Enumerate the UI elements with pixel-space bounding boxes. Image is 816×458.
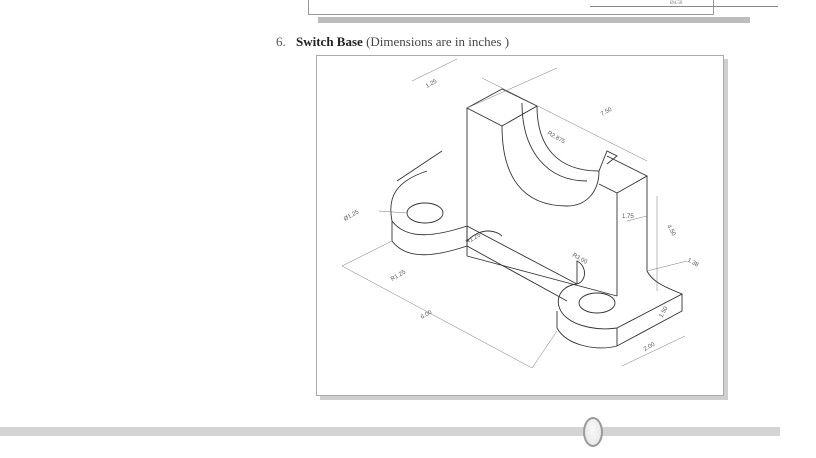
previous-figure-dimension-label: Ø4.50	[670, 1, 683, 6]
dimension-label: R1.25	[465, 232, 482, 246]
dimension-label: 1.75	[622, 214, 634, 220]
dimension-labels: 1.25 7.50 R2.875 Ø1.25 R1.25 R3.00 1.75 …	[343, 78, 700, 352]
page-slider-thumb[interactable]	[582, 417, 603, 447]
previous-figure-dimension-line	[590, 6, 778, 7]
dimension-label: 2.00	[643, 341, 657, 352]
dimension-label: R1.25	[390, 269, 407, 283]
dimension-label: R3.00	[571, 253, 588, 267]
section-heading: 6. Switch Base (Dimensions are in inches …	[276, 34, 509, 50]
dimension-label: 7.50	[600, 106, 614, 117]
dimension-label: 4.50	[665, 224, 676, 238]
section-number: 6.	[276, 34, 286, 49]
dimension-label: 6.00	[420, 309, 434, 320]
switch-base-drawing: 1.25 7.50 R2.875 Ø1.25 R1.25 R3.00 1.75 …	[316, 55, 724, 396]
dimension-label: 1.25	[425, 78, 439, 89]
previous-figure-frame	[308, 0, 714, 15]
page-slider-track[interactable]	[0, 427, 780, 436]
dimension-label: 1.50	[659, 305, 670, 319]
section-title: Switch Base	[296, 34, 363, 49]
dimension-label: 1.38	[686, 258, 700, 269]
previous-figure-shadow	[318, 17, 750, 23]
isometric-drawing: 1.25 7.50 R2.875 Ø1.25 R1.25 R3.00 1.75 …	[341, 58, 700, 369]
section-subtitle: (Dimensions are in inches )	[366, 34, 510, 49]
dimension-label: R2.875	[546, 131, 566, 146]
dimension-label: Ø1.25	[343, 209, 361, 223]
